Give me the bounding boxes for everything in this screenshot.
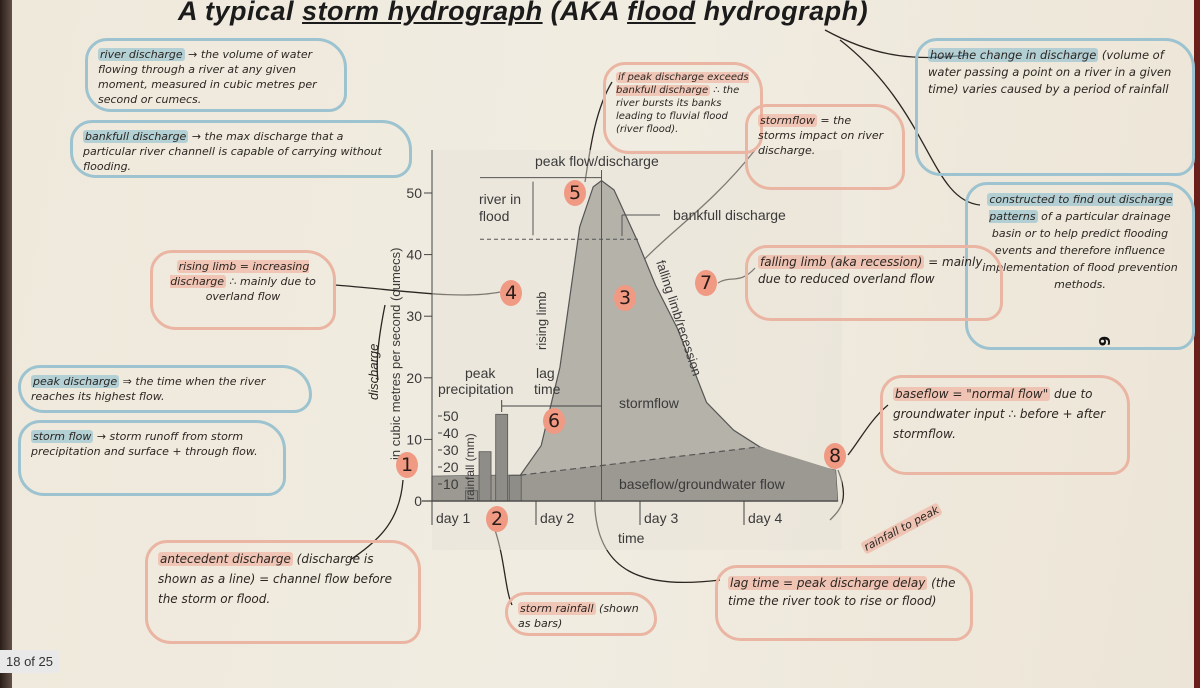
- lag-time-label-1: lag: [536, 365, 555, 381]
- note-text: → storm runoff from storm precipitation …: [31, 430, 258, 458]
- note-antecedent-discharge: antecedent discharge (discharge is shown…: [145, 540, 421, 644]
- note-bankfull-discharge: bankfull discharge → the max discharge t…: [70, 120, 412, 178]
- note-text: → the max discharge that a particular ri…: [83, 130, 382, 173]
- rising-limb-label: rising limb: [534, 291, 549, 350]
- note-baseflow: baseflow = "normal flow" due to groundwa…: [880, 375, 1130, 475]
- marker-9: 9: [1096, 335, 1115, 347]
- lag-time-label-2: time: [534, 381, 561, 397]
- note-stormflow-definition: stormflow = the storms impact on river d…: [745, 104, 905, 190]
- note-rising-limb: rising limb = increasing discharge ∴ mai…: [150, 250, 336, 330]
- title-middle: (AKA: [542, 0, 628, 26]
- peak-precipitation-label-2: precipitation: [438, 381, 514, 397]
- rain-tick-label: 50: [443, 408, 459, 424]
- note-storm-flow: storm flow → storm runoff from storm pre…: [18, 420, 286, 496]
- marker-3: 3: [614, 285, 636, 311]
- note-term: baseflow = "normal flow": [893, 387, 1051, 401]
- y-tick-label: 40: [406, 247, 422, 263]
- baseflow-area: [432, 446, 838, 501]
- note-text: = mainly due to reduced overland flow: [758, 255, 983, 286]
- stormflow-label: stormflow: [619, 395, 680, 411]
- note-text: → the volume of water flowing through a …: [98, 48, 317, 106]
- note-text: (shown as bars): [518, 602, 639, 630]
- note-lag-time: lag time = peak discharge delay (the tim…: [715, 565, 973, 641]
- x-axis-label: time: [618, 530, 645, 546]
- marker-4: 4: [500, 280, 522, 306]
- note-if-peak-exceeds: if peak discharge exceeds bankfull disch…: [603, 62, 763, 154]
- marker-1: 1: [396, 452, 418, 478]
- rainfall-bar: [495, 413, 509, 502]
- note-text: of a particular drainage basin or to hel…: [982, 210, 1178, 291]
- note-text: = the storms impact on river discharge.: [758, 114, 884, 157]
- x-tick-label: day 4: [748, 510, 782, 526]
- peak-flow-label: peak flow/discharge: [535, 153, 659, 169]
- arrow-storm-flow-note: [376, 304, 386, 381]
- marker-6: 6: [543, 408, 565, 434]
- title-underlined-storm-hydrograph: storm hydrograph: [302, 0, 543, 26]
- river-in-flood-label-1: river in: [479, 191, 521, 207]
- note-term: peak discharge: [31, 375, 120, 388]
- river-in-flood-label-2: flood: [479, 208, 509, 224]
- title-underlined-flood: flood: [627, 0, 696, 26]
- page-indicator: 18 of 25: [0, 650, 59, 673]
- note-how-change: how the change in discharge (volume of w…: [915, 38, 1195, 176]
- title-prefix: A typical: [178, 0, 303, 26]
- arrow-1-antecedent: [349, 479, 404, 561]
- y-tick-label: 20: [406, 370, 422, 386]
- note-text: (the time the river took to rise or floo…: [728, 576, 956, 608]
- y-tick-label: 0: [414, 493, 422, 509]
- note-term: how the change in discharge: [928, 48, 1099, 62]
- baseflow-separation-line: [520, 446, 760, 476]
- note-river-discharge: river discharge → the volume of water fl…: [85, 38, 347, 112]
- y-axis-label: in cubic metres per second (cumecs): [388, 248, 403, 460]
- rain-tick-label: 10: [443, 476, 459, 492]
- title-suffix: hydrograph): [695, 0, 869, 26]
- note-falling-limb: falling limb (aka recession) = mainly du…: [745, 245, 1003, 321]
- arrow-8-baseflow: [847, 404, 889, 456]
- rainfall-bar: [478, 451, 492, 502]
- marker-5: 5: [564, 180, 586, 206]
- note-text: ∴ the river bursts its banks leading to …: [616, 85, 740, 135]
- y-tick-label: 30: [406, 308, 422, 324]
- note-term: lag time = peak discharge delay: [728, 576, 928, 590]
- note-term: stormflow: [758, 114, 817, 127]
- note-term: storm rainfall: [518, 602, 596, 615]
- rainfall-axis-label: rainfall (mm): [463, 433, 477, 500]
- rain-tick-label: 40: [443, 425, 459, 441]
- note-text: ∴ mainly due to overland flow: [205, 275, 316, 303]
- note-term: antecedent discharge: [158, 552, 293, 566]
- x-tick-label: day 3: [644, 510, 678, 526]
- note-text: due to groundwater input ∴ before + afte…: [893, 387, 1106, 441]
- peak-precipitation-label-1: peak: [465, 365, 496, 381]
- marker-8: 8: [824, 443, 846, 469]
- marker-2: 2: [486, 506, 508, 532]
- bankfull-label: bankfull discharge: [673, 207, 786, 223]
- photo-edge: [0, 0, 14, 688]
- note-term: river discharge: [98, 48, 185, 61]
- x-tick-label: day 2: [540, 510, 574, 526]
- note-text: ⇒ the time when the river reaches its hi…: [31, 375, 266, 403]
- note-term: falling limb (aka recession): [758, 255, 925, 269]
- note-text: (discharge is shown as a line) = channel…: [158, 552, 392, 606]
- y-tick-label: 10: [406, 431, 422, 447]
- photo-edge-right: [1194, 0, 1200, 688]
- arrow-4-rising: [334, 284, 501, 296]
- note-term: bankfull discharge: [83, 130, 189, 143]
- note-term: storm flow: [31, 430, 94, 443]
- note-peak-discharge: peak discharge ⇒ the time when the river…: [18, 365, 312, 413]
- y-axis-handwritten-label: discharge: [366, 344, 381, 400]
- rainfall-bar: [508, 475, 522, 502]
- marker-7: 7: [695, 270, 717, 296]
- arrow-8-lag: [829, 469, 845, 521]
- note-constructed: constructed to find out discharge patter…: [965, 182, 1195, 350]
- x-tick-label: day 1: [436, 510, 470, 526]
- note-text: (volume of water passing a point on a ri…: [928, 48, 1172, 96]
- rain-tick-label: 30: [443, 442, 459, 458]
- baseflow-label: baseflow/groundwater flow: [619, 476, 786, 492]
- rain-tick-label: 20: [443, 459, 459, 475]
- note-storm-rainfall: storm rainfall (shown as bars): [505, 592, 657, 636]
- page-title: A typical storm hydrograph (AKA flood hy…: [178, 0, 868, 27]
- y-tick-label: 50: [406, 185, 422, 201]
